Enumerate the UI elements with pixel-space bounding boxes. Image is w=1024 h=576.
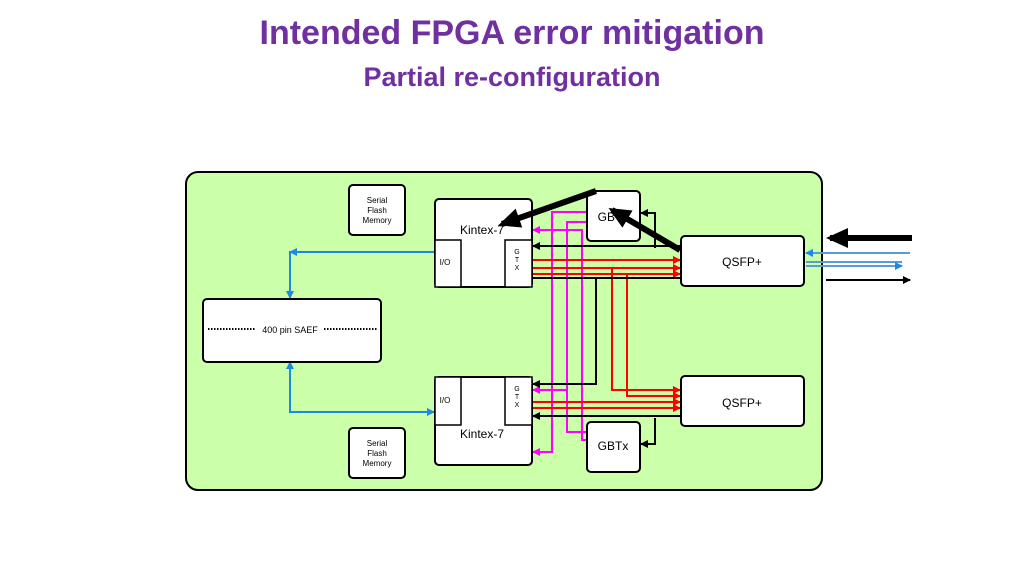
flash-bottom-line-2: Flash: [367, 449, 387, 458]
fpga-bottom-gtx-g: G: [514, 386, 519, 393]
high-speed-links: [533, 256, 681, 412]
page-title: Intended FPGA error mitigation: [259, 14, 765, 52]
fpga-top-gtx-g: G: [514, 249, 519, 256]
flash-top-line-1: Serial: [367, 196, 388, 205]
fpga-top-gtx-t: T: [515, 257, 520, 264]
page-subtitle: Partial re-configuration: [363, 62, 661, 92]
io-links: [286, 248, 435, 416]
fpga-bottom: Kintex-7 I/O G T X: [434, 376, 533, 466]
flash-memory-top: Serial Flash Memory: [348, 184, 406, 236]
external-links: [805, 249, 911, 284]
gbtx-top: GBTx: [586, 190, 641, 242]
gbtx-control-lines: [532, 211, 587, 456]
qsfp-bottom-label: QSFP+: [722, 396, 762, 410]
reconfiguration-arrows: [498, 188, 912, 253]
fpga-bottom-name: Kintex-7: [460, 427, 504, 441]
saef-connector: 400 pin SAEF: [202, 298, 382, 363]
flash-bottom-line-3: Memory: [363, 459, 392, 468]
flash-bottom-line-1: Serial: [367, 439, 388, 448]
reconfig-arrow-to-fpga: [498, 188, 597, 228]
qsfp-top-label: QSFP+: [722, 255, 762, 269]
fpga-top: Kintex-7 I/O G T X: [434, 198, 533, 288]
reconfig-arrow-to-gbtx: [608, 207, 682, 253]
qsfp-top: QSFP+: [680, 235, 805, 287]
saef-label: 400 pin SAEF: [262, 325, 318, 335]
fpga-top-io: I/O: [440, 258, 451, 267]
flash-memory-bottom: Serial Flash Memory: [348, 427, 406, 479]
fpga-top-gtx-x: X: [515, 265, 520, 272]
flash-top-line-3: Memory: [363, 216, 392, 225]
gbtx-bottom: GBTx: [586, 421, 641, 473]
fpga-bottom-gtx-t: T: [515, 394, 520, 401]
gbtx-bottom-label: GBTx: [598, 439, 629, 453]
flash-top-line-2: Flash: [367, 206, 387, 215]
fpga-top-name: Kintex-7: [460, 223, 504, 237]
fpga-bottom-gtx-x: X: [515, 402, 520, 409]
fpga-bottom-io: I/O: [440, 396, 451, 405]
qsfp-bottom: QSFP+: [680, 375, 805, 427]
